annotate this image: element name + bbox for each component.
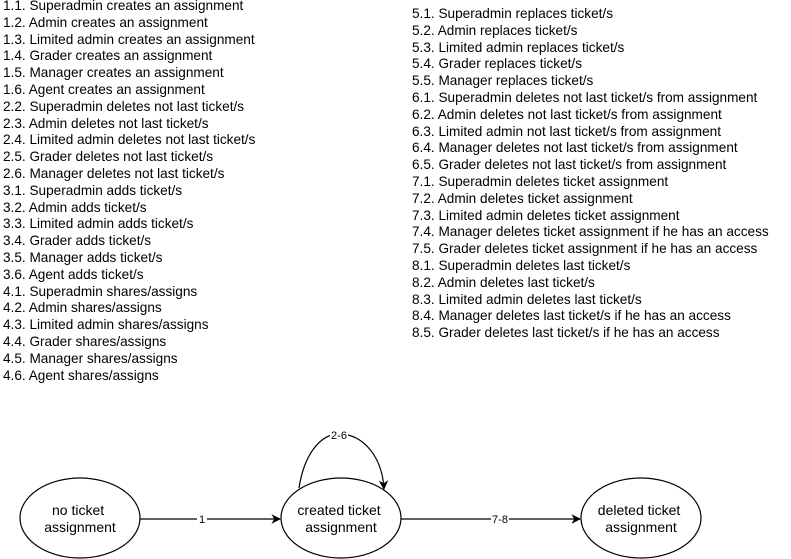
legend-item: 5.1. Superadmin replaces ticket/s xyxy=(412,6,613,21)
legend-item: 6.2. Admin deletes not last ticket/s fro… xyxy=(412,106,722,122)
legend-item: 4.5. Manager shares/assigns xyxy=(3,350,178,366)
legend-item: 1.3. Limited admin creates an assignment xyxy=(3,31,255,47)
legend-item: 8.3. Limited admin deletes last ticket/s xyxy=(412,291,642,307)
legend-item: 2.2. Superadmin deletes not last ticket/… xyxy=(3,98,245,114)
state-no-ticket-assignment: no ticket assignment xyxy=(19,477,141,559)
state-node xyxy=(280,477,402,559)
legend-item: 7.4. Manager deletes ticket assignment i… xyxy=(412,224,769,240)
legend-item: 5.5. Manager replaces ticket/s xyxy=(412,73,594,89)
legend-item: 1.4. Grader creates an assignment xyxy=(3,48,213,64)
transition-2-6-loop: 2-6 xyxy=(298,428,389,490)
legend-item: 7.3. Limited admin deletes ticket assign… xyxy=(412,207,680,223)
legend-item: 2.3. Admin deletes not last ticket/s xyxy=(3,115,209,131)
legend-item: 3.5. Manager adds ticket/s xyxy=(3,249,163,265)
legend-item: 4.1. Superadmin shares/assigns xyxy=(3,283,198,299)
state-node xyxy=(19,477,141,559)
transition-label: 7-8 xyxy=(492,514,508,526)
legend-item: 6.3. Limited admin not last ticket/s fro… xyxy=(412,123,722,139)
legend-item: 7.5. Grader deletes ticket assignment if… xyxy=(412,241,758,257)
legend-item: 4.3. Limited admin shares/assigns xyxy=(3,317,209,333)
state-label: created ticket assignment xyxy=(297,502,384,535)
legend-item: 3.2. Admin adds ticket/s xyxy=(3,199,147,215)
legend-item: 1.2. Admin creates an assignment xyxy=(3,14,208,30)
legend-item: 3.4. Grader adds ticket/s xyxy=(3,233,152,249)
transition-label: 2-6 xyxy=(331,430,347,442)
legend-item: 1.1. Superadmin creates an assignment xyxy=(3,0,244,13)
transition-7-8: 7-8 xyxy=(401,512,581,526)
state-label: deleted ticket assignment xyxy=(598,502,684,535)
legend-item: 2.6. Manager deletes not last ticket/s xyxy=(3,165,225,181)
legend-item: 5.3. Limited admin replaces ticket/s xyxy=(412,39,625,55)
state-created-ticket-assignment: created ticket assignment xyxy=(280,477,402,559)
legend-item: 2.5. Grader deletes not last ticket/s xyxy=(3,149,214,165)
legend-item: 4.4. Grader shares/assigns xyxy=(3,333,167,349)
legend-item: 8.4. Manager deletes last ticket/s if he… xyxy=(412,308,731,324)
legend-item: 5.4. Grader replaces ticket/s xyxy=(412,56,582,72)
transition-1: 1 xyxy=(140,512,281,526)
state-label: no ticket assignment xyxy=(44,502,116,535)
legend-item: 3.1. Superadmin adds ticket/s xyxy=(3,182,183,198)
legend-item: 7.2. Admin deletes ticket assignment xyxy=(412,190,633,206)
legend-item: 3.3. Limited admin adds ticket/s xyxy=(3,216,194,232)
legend-item: 8.2. Admin deletes last ticket/s xyxy=(412,274,595,290)
legend-item: 6.1. Superadmin deletes not last ticket/… xyxy=(412,89,758,105)
legend-item: 5.2. Admin replaces ticket/s xyxy=(412,22,578,38)
legend-item: 3.6. Agent adds ticket/s xyxy=(3,266,144,282)
transition-label: 1 xyxy=(199,514,205,526)
legend-item: 7.1. Superadmin deletes ticket assignmen… xyxy=(412,173,669,189)
legend-item: 6.4. Manager deletes not last ticket/s f… xyxy=(412,140,738,156)
legend-item: 6.5. Grader deletes not last ticket/s fr… xyxy=(412,157,727,173)
legend-item: 2.4. Limited admin deletes not last tick… xyxy=(3,132,256,148)
legend-item: 1.5. Manager creates an assignment xyxy=(3,65,224,81)
legend-item: 4.6. Agent shares/assigns xyxy=(3,367,159,383)
legend-item: 1.6. Agent creates an assignment xyxy=(3,81,205,97)
legend-item: 4.2. Admin shares/assigns xyxy=(3,300,162,316)
legend-item: 8.1. Superadmin deletes last ticket/s xyxy=(412,257,631,273)
state-deleted-ticket-assignment: deleted ticket assignment xyxy=(580,477,702,559)
legend-item: 8.5. Grader deletes last ticket/s if he … xyxy=(412,325,720,341)
state-node xyxy=(580,477,702,559)
